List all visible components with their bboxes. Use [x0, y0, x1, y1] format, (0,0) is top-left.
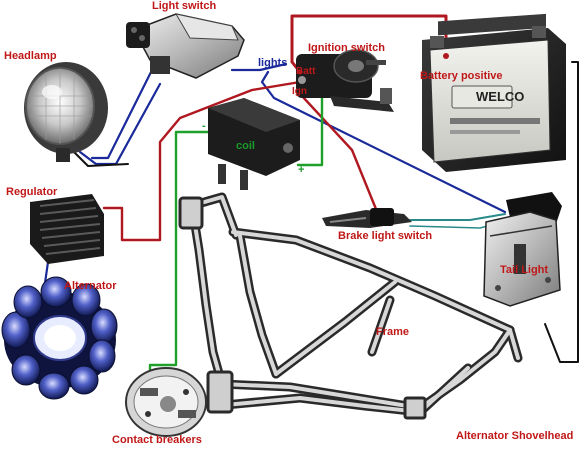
wire-blue-tail — [260, 70, 507, 214]
regulator-image — [30, 194, 104, 264]
brake-light-switch-image — [322, 208, 412, 228]
wire-blue-headlamp-b — [78, 82, 162, 166]
ignition-switch-image — [296, 49, 394, 112]
label-lights: lights — [258, 57, 288, 69]
label-caption: Alternator Shovelhead — [456, 430, 574, 442]
battery-brand: WELCO — [476, 89, 524, 104]
label-ign: Ign — [292, 86, 307, 97]
label-regulator: Regulator — [6, 186, 58, 198]
tail-light-image — [483, 192, 562, 307]
wire-red-tail — [544, 61, 579, 363]
wire-red-regulator — [102, 80, 302, 242]
label-coil-plus: + — [298, 164, 305, 176]
battery-image: WELCO — [422, 13, 566, 172]
label-battery-positive: Battery positive — [420, 70, 503, 82]
label-light-switch: Light switch — [152, 0, 217, 12]
wire-blue-headlamp-a — [90, 68, 154, 160]
label-coil: coil — [236, 140, 255, 152]
label-coil-minus: - — [202, 120, 206, 132]
wire-teal-brake-tail — [409, 213, 506, 221]
label-frame: Frame — [376, 326, 410, 338]
label-ignition-switch: Ignition switch — [308, 42, 385, 54]
headlamp-image — [24, 62, 108, 162]
wire-black-headlamp — [71, 149, 129, 167]
label-headlamp: Headlamp — [4, 50, 57, 62]
wire-blue-lights — [230, 62, 288, 72]
label-tail-light: Tail Light — [500, 264, 549, 276]
motorcycle-frame — [178, 192, 523, 420]
coil-image — [208, 98, 300, 190]
contact-breakers-image — [125, 367, 207, 437]
wire-terminals — [297, 53, 449, 75]
label-alternator: Alternator — [64, 280, 117, 292]
alternator-image — [1, 276, 118, 400]
label-brake-light-switch: Brake light switch — [338, 230, 433, 242]
wire-red-brake — [300, 94, 380, 216]
light-switch-image — [126, 13, 245, 79]
label-batt: Batt — [296, 66, 316, 77]
label-contact-breakers: Contact breakers — [112, 434, 202, 446]
